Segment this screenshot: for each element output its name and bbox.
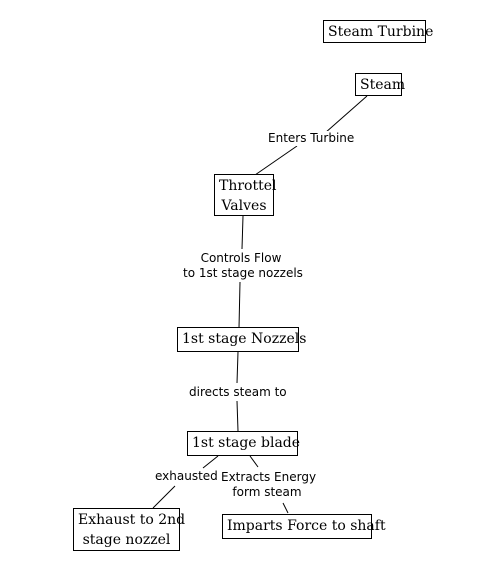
node-imparts-force: Imparts Force to shaft <box>222 514 386 539</box>
edge-blade-force <box>249 455 259 468</box>
node-steam: Steam <box>355 73 405 96</box>
edge-steam-throttle <box>324 95 368 134</box>
node-1st-stage-nozzels: 1st stage Nozzels <box>177 327 306 352</box>
edge-steam-throttle <box>254 145 298 176</box>
node-throttle-line1: Throttel <box>219 178 277 194</box>
edge-label-directs-steam: directs steam to <box>189 385 287 400</box>
edge-nozzles-blade <box>236 351 239 384</box>
edge-blade-force <box>282 502 289 514</box>
edge-blade-exhaust <box>152 485 176 509</box>
edge-label-controls-flow: Controls Flow to 1st stage nozzels <box>183 251 303 281</box>
edge-label-extracts-energy: Extracts Energy form steam <box>221 470 317 500</box>
edge-label-controls-line1: Controls Flow <box>200 251 282 265</box>
edge-label-extracts-line1: Extracts Energy <box>221 470 317 484</box>
node-exhaust-to-2nd-stage: Exhaust to 2nd stage nozzel <box>73 508 186 551</box>
node-throttle-line2: Valves <box>221 198 267 214</box>
node-1st-stage-blade: 1st stage blade <box>187 431 300 456</box>
node-exhaust-line2: stage nozzel <box>82 532 171 548</box>
node-exhaust-line1: Exhaust to 2nd <box>78 512 186 528</box>
diagram-title: Steam Turbine <box>323 20 433 43</box>
edge-label-enters-turbine: Enters Turbine <box>268 131 355 146</box>
node-throttle-valves: Throttel Valves <box>214 174 277 216</box>
edge-label-exhausted: exhausted <box>155 469 218 484</box>
edge-label-extracts-line2: form steam <box>232 485 302 499</box>
edge-label-controls-line2: to 1st stage nozzels <box>183 266 303 280</box>
edge-nozzles-blade <box>236 400 239 432</box>
edge-blade-exhaust <box>202 455 219 469</box>
edge-throttle-nozzles <box>238 281 241 329</box>
edge-throttle-nozzles <box>241 215 244 250</box>
